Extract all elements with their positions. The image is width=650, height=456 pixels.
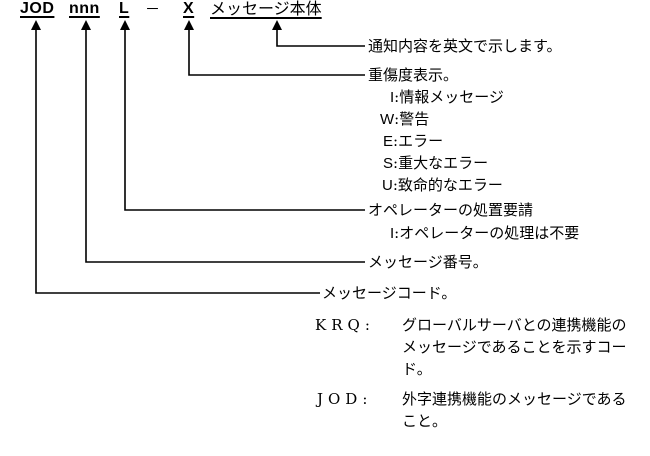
field-severity: X [183, 0, 195, 17]
code-item-krq: KRQ: [315, 316, 370, 334]
code-item-krq-line: メッセージであることを示すコー [402, 338, 627, 356]
severity-item: I:情報メッセージ [390, 88, 504, 106]
code-item-jod-line: こと。 [402, 412, 448, 430]
code-item-jod: JOD: [317, 390, 368, 408]
severity-item: E:エラー [383, 132, 444, 150]
leader-line-body [272, 20, 365, 47]
desc-message-body: 通知内容を英文で示します。 [368, 37, 562, 55]
field-prefix: JOD [20, 0, 55, 17]
leader-line-number [81, 20, 365, 263]
operator-item: I:オペレーターの処理は不要 [390, 224, 580, 242]
code-item-jod-line: 外字連携機能のメッセージである [402, 390, 627, 408]
severity-item: S:重大なエラー [383, 154, 489, 172]
field-separator: － [145, 0, 161, 18]
field-message-body: メッセージ本体 [210, 0, 322, 18]
field-number: nnn [69, 0, 100, 17]
leader-line-code [31, 20, 320, 294]
code-item-krq-line: グローバルサーバとの連携機能の [402, 316, 627, 334]
code-item-krq-line: ド。 [402, 360, 432, 378]
desc-severity-title: 重傷度表示。 [368, 66, 459, 84]
desc-message-number: メッセージ番号。 [368, 253, 488, 271]
leader-line-severity [184, 20, 365, 76]
desc-message-code-title: メッセージコード。 [322, 284, 457, 302]
severity-item: W:警告 [380, 110, 430, 128]
severity-item: U:致命的なエラー [382, 176, 503, 194]
field-operator-flag: L [119, 0, 130, 17]
desc-operator-title: オペレーターの処置要請 [368, 201, 534, 219]
leader-line-operator [120, 20, 365, 211]
